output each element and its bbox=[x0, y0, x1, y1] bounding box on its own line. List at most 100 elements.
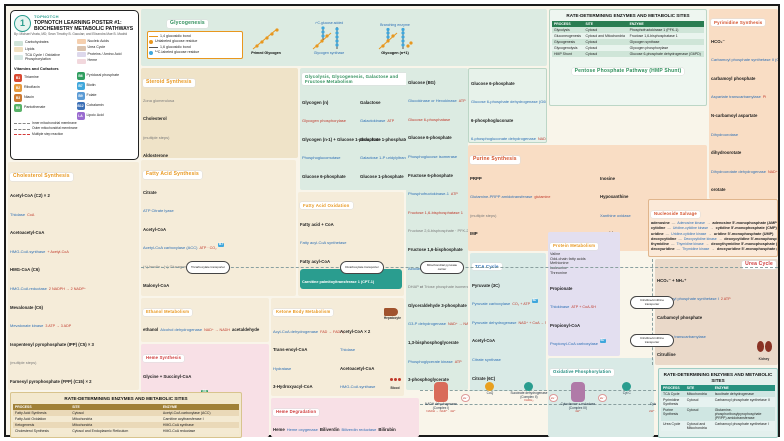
enzyme-label: Acetyl-CoA carboxylase (ACC)ATP · CO₂B7 bbox=[143, 242, 225, 251]
enzyme-label: Propionyl-CoA carboxylaseB7 bbox=[550, 338, 606, 347]
salvage-panel: Nucleoside Salvage adenosine—Adenosine k… bbox=[648, 199, 778, 257]
metabolite: HCO₃⁻ + NH₄⁺ bbox=[657, 277, 687, 283]
table-cell: Cytosol bbox=[585, 45, 598, 50]
enzyme-label: Biliverdin reductase bbox=[341, 427, 377, 432]
metabolite: Aldosterone bbox=[143, 153, 169, 158]
metabolite: 6-phosphogluconate bbox=[471, 117, 514, 123]
table-cell: HMG-CoA reductase bbox=[162, 428, 196, 433]
liver-label: Hepatocyte bbox=[383, 316, 401, 320]
metabolite: Acetoacetyl-CoA bbox=[10, 230, 45, 236]
legend-swatch: Carbohydrates bbox=[14, 40, 73, 46]
table-cell: Cytosol bbox=[686, 408, 699, 412]
table-cell: Glycogen phosphorylase bbox=[629, 45, 669, 50]
table-cell: Acetyl-CoA carboxylase (ACC) bbox=[162, 410, 211, 415]
glycogen-diagram: Primed Glycogen bbox=[249, 25, 283, 55]
table-cell: Cytosol bbox=[686, 398, 699, 402]
table-cell: HMP Shunt bbox=[554, 51, 572, 56]
metabolite: Heme bbox=[273, 427, 285, 432]
etc-complex-icon bbox=[570, 382, 585, 402]
enzyme-label: Hydratase bbox=[273, 365, 292, 371]
enzyme-label: Adenylosuccinate synthetaseGTP + asparta… bbox=[470, 241, 590, 251]
metabolite: carbamoyl phosphate bbox=[711, 75, 756, 81]
table-cell: Mitochondria bbox=[72, 422, 93, 427]
table-cell: Gluconeogenesis bbox=[554, 33, 582, 38]
table-cell: Glutamine-phosphoribosylpyrophosphate (P… bbox=[714, 408, 762, 420]
note-label: Fructose 2,6-bisphosphate · PFK-2 bbox=[408, 228, 468, 234]
electron-badge: 2e⁻ bbox=[597, 393, 607, 402]
enzyme-label: HMG-CoA synthase+ Acetyl-CoA bbox=[10, 248, 69, 254]
table-cell: Cytosol bbox=[585, 51, 598, 56]
table-cell: Cytosol and Endoplasmic Reticulum bbox=[72, 428, 129, 433]
salvage-row: cytidine—Uridine-cytidine kinase→cytidin… bbox=[651, 226, 777, 231]
table-row: Purine Synthesis Cytosol Glutamine-phospho… bbox=[661, 407, 775, 421]
legend-line-item: Multiple step reaction bbox=[14, 132, 135, 137]
ppp-chip: Pentose Phosphate Pathway (HMP Shunt) bbox=[571, 67, 685, 76]
metabolite: orotate bbox=[711, 187, 726, 193]
salvage-row: uridine—Uridine-cytidine kinase→uridine … bbox=[651, 231, 774, 236]
note-label: DHAP ⇄ Triose phosphate isomerase bbox=[408, 284, 468, 290]
tca-panel: TCA Cycle Pyruvate (3C)Pyruvate carboxyl… bbox=[470, 253, 546, 391]
legend-swatch: ¹⁴C-labeled glucose residue bbox=[149, 50, 241, 56]
glycogen-synthase-label: Glycogen synthase bbox=[313, 51, 345, 55]
vitamin-badge-b9: B9 bbox=[76, 91, 85, 100]
metabolite: Acetyl-CoA (C2) × 2 bbox=[10, 193, 50, 198]
kidney-label: Kidney bbox=[758, 357, 770, 361]
metabolite: 1,3-bisphosphoglycerate bbox=[408, 340, 459, 345]
enzyme-label: Squalene synthaseNADPH bbox=[10, 389, 137, 390]
list-item: Odd-chain fatty acids bbox=[550, 256, 586, 261]
enzyme-label: Citrate synthase bbox=[472, 357, 501, 363]
reverse-enzyme-label: Glucose 6-phosphatase bbox=[408, 116, 451, 122]
table-cell: Isocitrate dehydrogenase bbox=[714, 392, 754, 396]
legend-swatch: Urea Cycle bbox=[76, 45, 136, 51]
table-cell: Cytosol and Mitochondria bbox=[585, 33, 626, 38]
legend-line-item: Outer mitochondrial membrane bbox=[14, 127, 135, 131]
enzyme-label: Xanthine oxidase bbox=[600, 212, 631, 218]
legend-swatch: 1,6 glucosidic bond bbox=[149, 45, 241, 50]
metabolite: Acetyl-CoA bbox=[143, 226, 167, 232]
table-cell: HMG-CoA synthase bbox=[162, 422, 194, 427]
salvage-row: thymidine—Thymidine kinase→deoxythymidin… bbox=[651, 241, 778, 246]
table-header: ENZYME bbox=[714, 386, 729, 390]
table-cell: Cytosol bbox=[585, 39, 598, 44]
urea-chain: HCO₃⁻ + NH₄⁺Carbamoyl phosphate syntheta… bbox=[657, 269, 776, 365]
dicarboxylate-transporter: Dicarboxylate transporter bbox=[340, 261, 384, 274]
protein-title: Protein Metabolism bbox=[550, 243, 599, 250]
table-cell: Cholesterol Synthesis bbox=[15, 428, 49, 433]
table-header: ENZYME bbox=[162, 404, 178, 409]
table-cell: Glycogenolysis bbox=[554, 45, 578, 50]
urea-title: Urea Cycle bbox=[742, 261, 776, 269]
table-cell: Glycogen synthase bbox=[629, 39, 660, 44]
fa-oxidation-title: Fatty Acid Oxidation bbox=[300, 202, 353, 210]
metabolite: ethanol bbox=[143, 327, 159, 332]
etc-complex-icon bbox=[524, 382, 534, 391]
table-cell: Mitochondria bbox=[72, 416, 93, 421]
etc-complex: Cytochrome c oxidase (Complex IV)2H⁺ · ½… bbox=[647, 382, 656, 413]
glycogenesis-title: Glycogenesis bbox=[167, 20, 208, 28]
vitamin-badge-b3: B3 bbox=[14, 93, 22, 102]
table-cell: Fatty Acid Oxidation bbox=[15, 416, 47, 421]
glycogen-branched-icon bbox=[378, 27, 413, 50]
purine-title: Purine Synthesis bbox=[470, 156, 520, 164]
table-cell: Purine Synthesis bbox=[663, 408, 679, 416]
table-cell: Cytosol and Mitochondria bbox=[686, 422, 707, 430]
